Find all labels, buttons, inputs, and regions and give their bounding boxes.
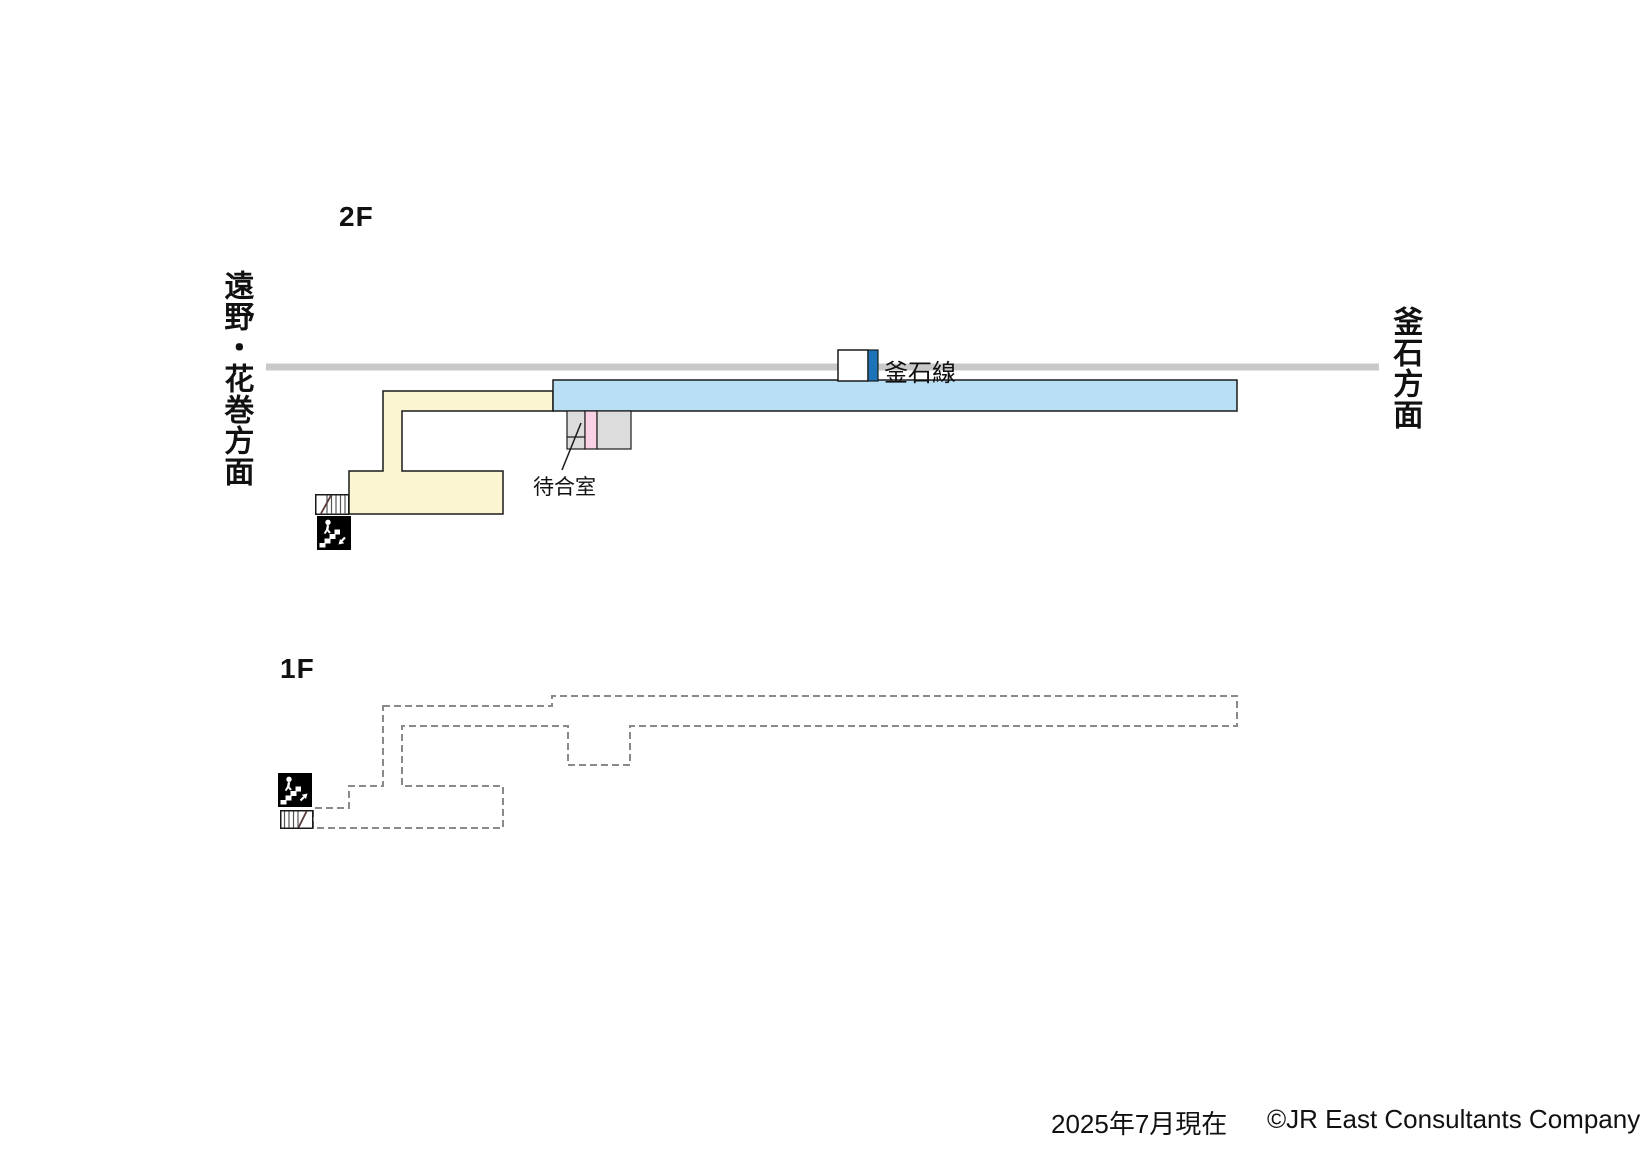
- track-line: [266, 363, 1379, 371]
- kamaishi-line-label: 釜石線: [884, 360, 956, 387]
- waiting-room-right-cell: [596, 410, 632, 450]
- map-date-note: 2025年7月現在: [1051, 1109, 1228, 1139]
- stair-plan-symbol-1f: [280, 810, 314, 829]
- waiting-room-pointer-line: [561, 422, 582, 471]
- direction-right-label: 釜石方面: [1388, 306, 1422, 430]
- concourse-2f-shape: [348, 390, 554, 515]
- kamaishi-line-marker: [837, 349, 869, 382]
- waiting-room-pink-cell: [584, 410, 598, 450]
- platform-2f: [552, 379, 1238, 412]
- kamaishi-line-marker-stripe: [867, 349, 879, 382]
- stairs-up-icon: [278, 773, 312, 807]
- stairs-down-icon: [317, 516, 351, 550]
- waiting-room-left-cell: [566, 410, 586, 450]
- stair-plan-symbol-2f: [315, 494, 350, 515]
- floor-1f-label: 1F: [280, 653, 315, 684]
- floor-2f-label: 2F: [339, 201, 374, 232]
- direction-left-label: 遠野・花巻方面: [219, 270, 253, 487]
- waiting-room-label: 待合室: [533, 476, 596, 499]
- copyright-text: ©JR East Consultants Company: [1267, 1104, 1641, 1134]
- floor1-footprint-outline: [312, 695, 1238, 829]
